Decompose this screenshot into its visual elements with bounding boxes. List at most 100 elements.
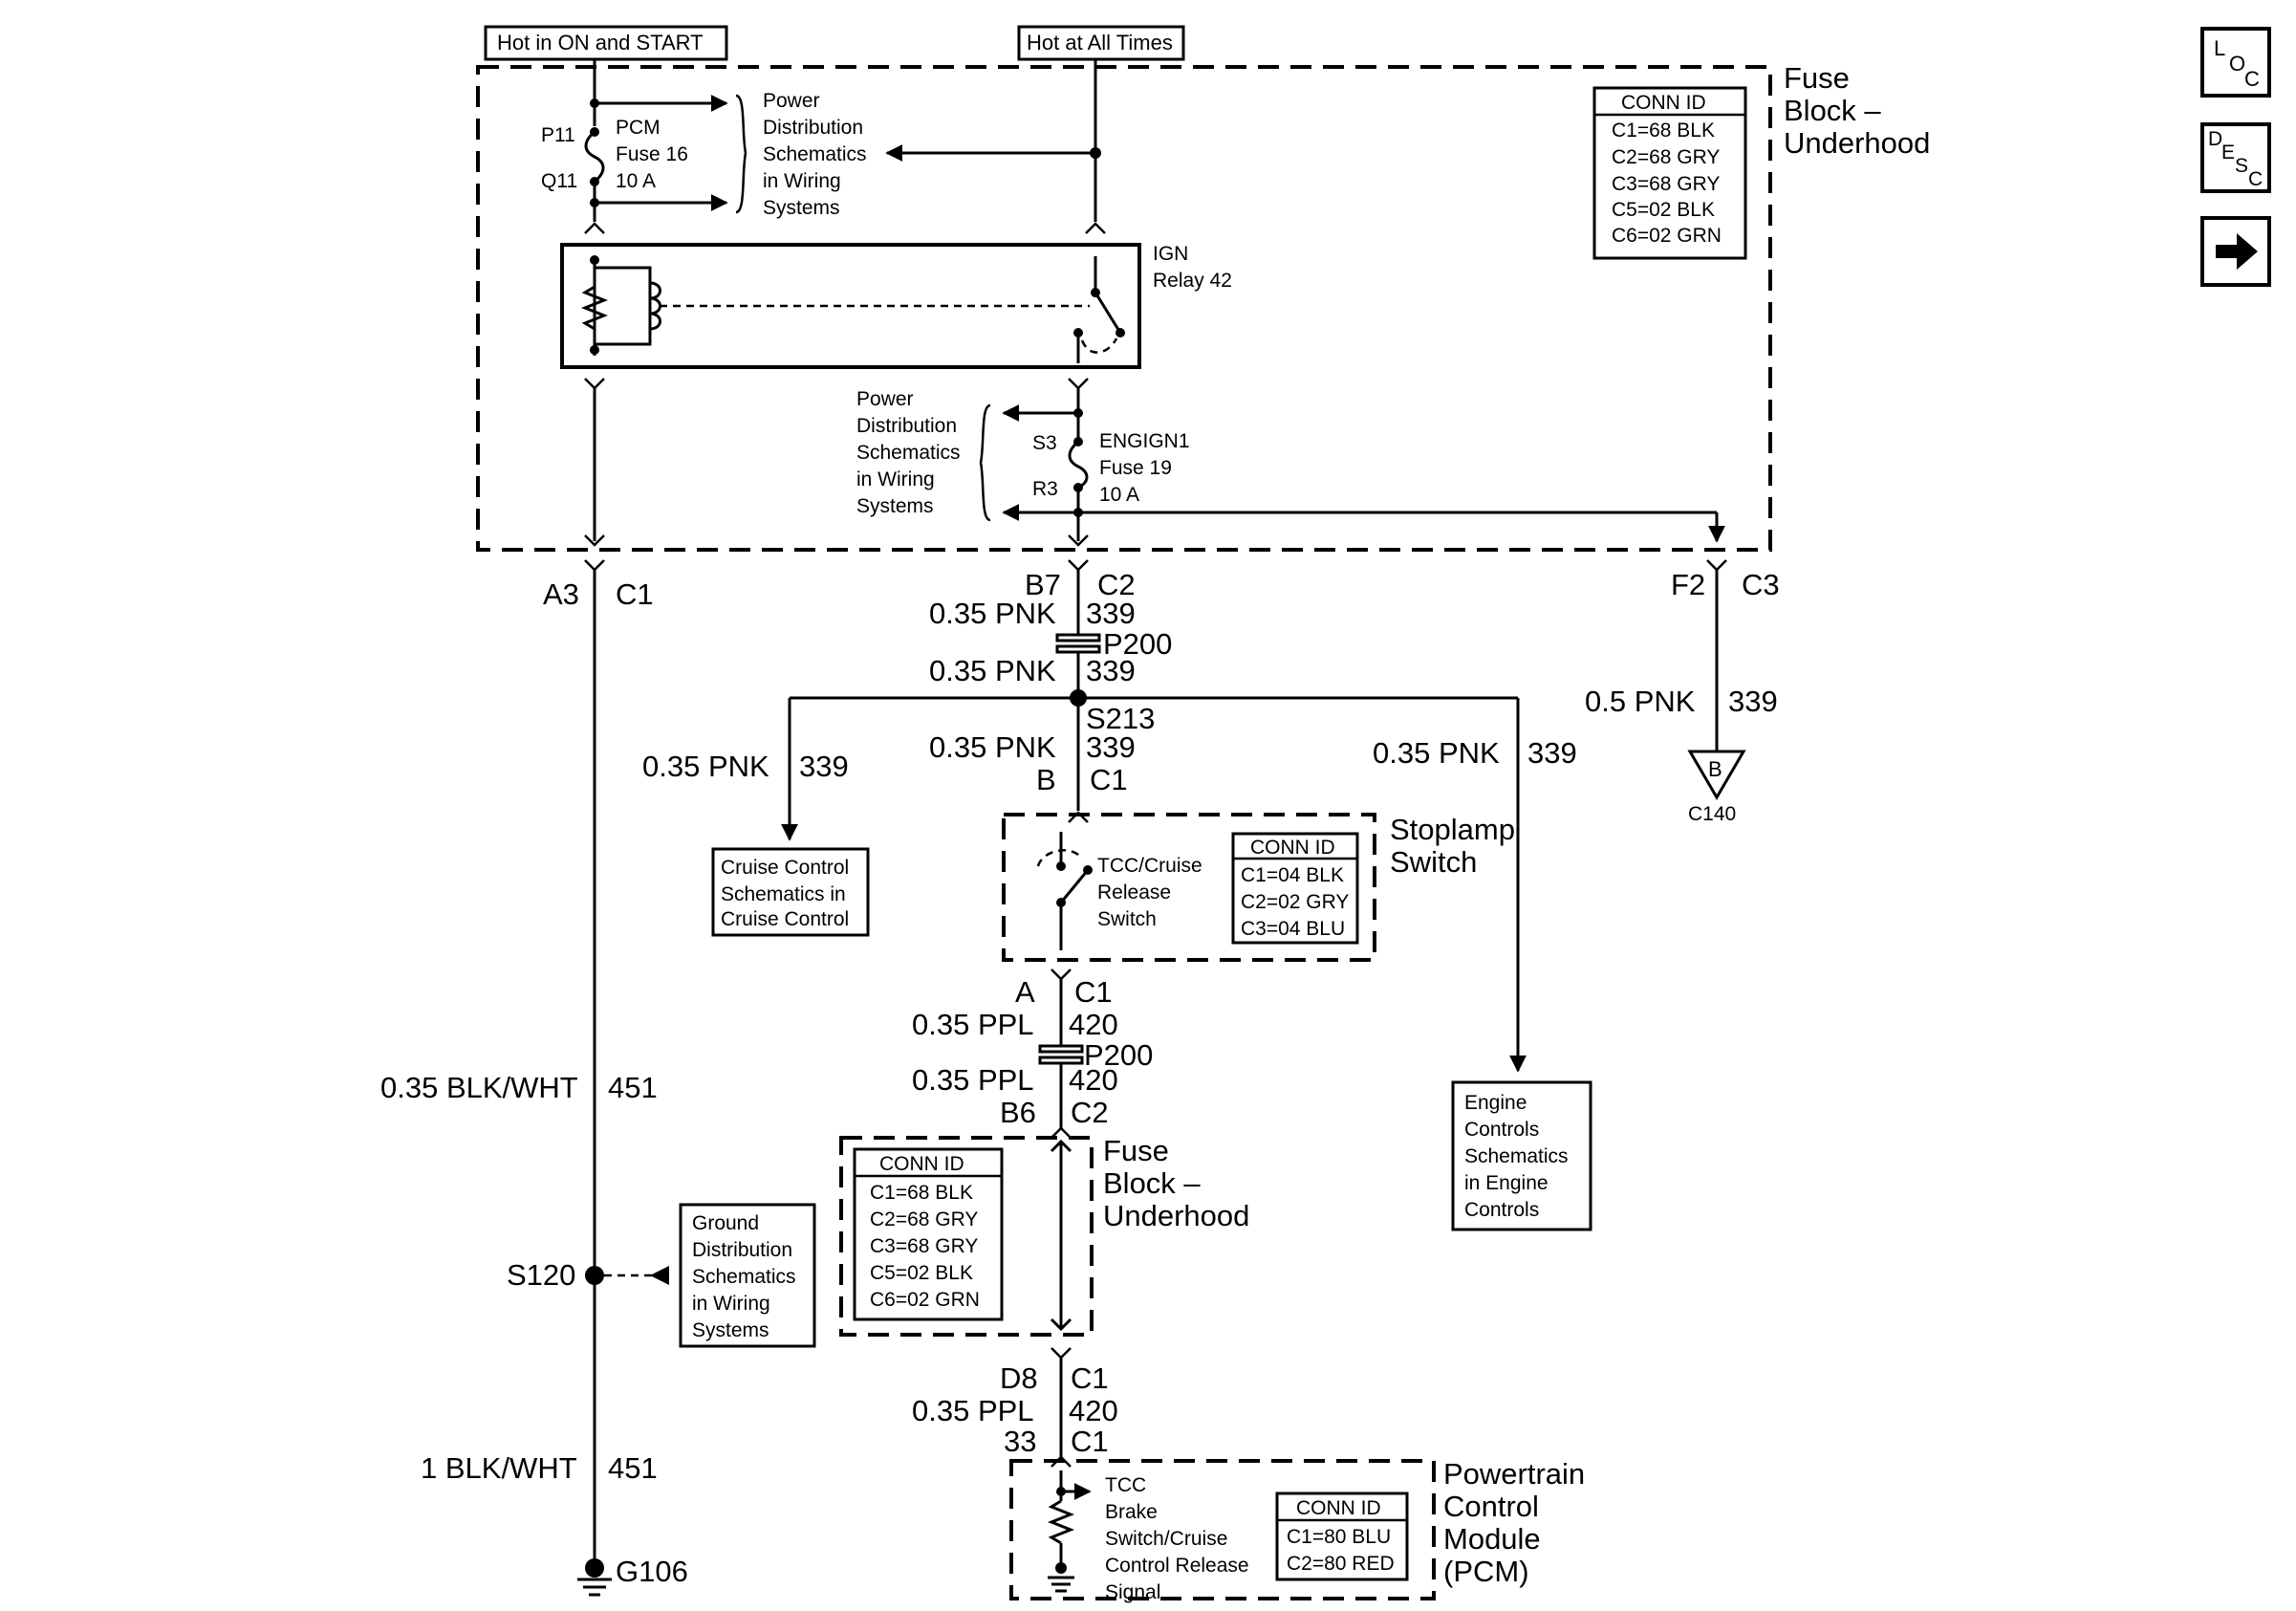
pcm-fuse-amps: 10 A xyxy=(616,170,656,192)
powertrain-control-module xyxy=(1009,1459,1436,1600)
conn-row: C5=02 BLK xyxy=(1612,199,1715,221)
connector-d8: D8 xyxy=(1000,1361,1038,1395)
conn-id-header: CONN ID xyxy=(1621,92,1706,114)
box-line: Schematics xyxy=(1464,1145,1569,1167)
pin-q11: Q11 xyxy=(541,170,577,192)
c140-label: C140 xyxy=(1688,803,1736,825)
pcm-input-resistor xyxy=(1047,1499,1075,1545)
conn-id-table-pcm xyxy=(1275,1491,1409,1581)
arrow-right-icon xyxy=(2216,233,2258,270)
box-line: Ground xyxy=(692,1212,759,1234)
engign1-fuse-19 xyxy=(1068,440,1089,490)
next-page-button[interactable] xyxy=(2200,216,2271,287)
stoplamp-title-2: Switch xyxy=(1390,845,1477,879)
connector-a-c1: C1 xyxy=(1074,975,1113,1009)
hot-all-times-box xyxy=(1017,25,1185,61)
conn-row: C1=80 BLU xyxy=(1287,1526,1391,1548)
conn-id-table-bottom xyxy=(853,1147,1004,1321)
desc-letter-d: D xyxy=(2208,128,2222,150)
engign1-name: ENGIGN1 xyxy=(1099,430,1190,452)
cruise-control-box[interactable] xyxy=(711,847,870,937)
connector-b-c1: C1 xyxy=(1090,763,1128,796)
brace xyxy=(735,94,747,214)
fuse-block-title-1: Fuse xyxy=(1784,61,1850,95)
fuse-block-underhood-bottom xyxy=(839,1136,1094,1337)
pin-s3: S3 xyxy=(1032,432,1057,454)
pcm-signal-line: TCC xyxy=(1105,1474,1146,1496)
conn-row: C2=68 GRY xyxy=(870,1208,978,1230)
wire-circuit: 339 xyxy=(1086,597,1136,630)
wire-circuit: 451 xyxy=(608,1451,658,1485)
engine-controls-box[interactable] xyxy=(1451,1080,1592,1231)
splice-s120-label: S120 xyxy=(507,1258,575,1292)
loc-letter-c: C xyxy=(2244,67,2260,91)
pd-line: Distribution xyxy=(763,117,863,139)
engign1-fuse-amps: 10 A xyxy=(1099,484,1139,506)
conn-row: C3=04 BLU xyxy=(1241,918,1345,940)
wire-circuit: 339 xyxy=(1527,736,1577,770)
fuse-block-underhood-top xyxy=(476,65,1772,552)
ground-distribution-box[interactable] xyxy=(679,1203,816,1348)
ground-g106-label: G106 xyxy=(616,1555,688,1588)
pd-line: Power xyxy=(763,90,820,112)
relay-label-2: Relay 42 xyxy=(1153,270,1232,292)
inline-connector-p200 xyxy=(1055,633,1101,642)
c140-letter: B xyxy=(1708,757,1722,781)
connector-pin-33: 33 xyxy=(1004,1425,1036,1458)
desc-letter-e: E xyxy=(2221,142,2235,163)
connector-b6-c2: C2 xyxy=(1071,1096,1109,1129)
conn-row: C6=02 GRN xyxy=(1612,225,1722,247)
pd-line: Systems xyxy=(763,197,840,219)
box-line: Schematics in xyxy=(721,883,846,905)
desc-letter-s: S xyxy=(2235,155,2248,177)
conn-id-header: CONN ID xyxy=(879,1153,964,1175)
box-line: Systems xyxy=(692,1319,769,1341)
pcm-fuse-number: Fuse 16 xyxy=(616,143,688,165)
wire-gauge: 0.35 PNK xyxy=(929,597,1056,630)
stoplamp-title-1: Stoplamp xyxy=(1390,813,1515,846)
wire-gauge: 0.5 PNK xyxy=(1585,685,1696,718)
connector-a: A xyxy=(1015,975,1035,1009)
fuse-block-title-2: Block – xyxy=(1784,94,1881,127)
wire-circuit: 451 xyxy=(608,1071,658,1104)
wire-circuit: 420 xyxy=(1069,1008,1118,1041)
desc-button[interactable]: D E S C xyxy=(2200,122,2271,193)
connector-f2-c3: C3 xyxy=(1742,568,1780,601)
wire-circuit: 420 xyxy=(1069,1063,1118,1097)
wire-gauge: 0.35 PNK xyxy=(1373,736,1500,770)
box-line: Cruise Control xyxy=(721,908,849,930)
wire-gauge: 0.35 PPL xyxy=(912,1394,1034,1427)
conn-row: C1=68 BLK xyxy=(1612,120,1715,142)
pcm-signal-line: Switch/Cruise xyxy=(1105,1528,1227,1550)
wire-circuit: 339 xyxy=(1086,654,1136,687)
loc-button[interactable]: L O C xyxy=(2200,27,2271,98)
pcm-signal-line: Control Release xyxy=(1105,1555,1249,1577)
stoplamp-switch xyxy=(1002,813,1376,962)
fuse-block-title-2: Block – xyxy=(1103,1166,1201,1200)
box-line: in Engine xyxy=(1464,1172,1549,1194)
connector-a3-c1: C1 xyxy=(616,577,654,611)
box-line: Controls xyxy=(1464,1119,1539,1141)
wire-gauge: 0.35 PNK xyxy=(929,730,1056,764)
wire-gauge: 0.35 PNK xyxy=(929,654,1056,687)
pd-line: Schematics xyxy=(763,143,867,165)
fuse-block-title-3: Underhood xyxy=(1784,126,1930,160)
conn-id-table-top xyxy=(1592,86,1747,260)
conn-row: C1=04 BLK xyxy=(1241,864,1344,886)
conn-row: C1=68 BLK xyxy=(870,1182,973,1204)
box-line: Controls xyxy=(1464,1199,1539,1221)
box-line: Cruise Control xyxy=(721,857,849,879)
box-line: in Wiring xyxy=(692,1293,770,1315)
fuse-block-title-1: Fuse xyxy=(1103,1134,1169,1167)
conn-id-header: CONN ID xyxy=(1296,1497,1381,1519)
desc-letter-c: C xyxy=(2248,168,2263,190)
conn-row: C2=80 RED xyxy=(1287,1553,1395,1575)
conn-row: C3=68 GRY xyxy=(870,1235,978,1257)
pcm-title-line: Control xyxy=(1443,1490,1539,1523)
pcm-signal-line: Signal xyxy=(1105,1581,1160,1603)
box-line: Distribution xyxy=(692,1239,792,1261)
p200-label: P200 xyxy=(1103,627,1172,661)
connector-b7: B7 xyxy=(1025,568,1061,601)
relay-resistor xyxy=(580,285,609,331)
pd-line: Schematics xyxy=(856,442,961,464)
